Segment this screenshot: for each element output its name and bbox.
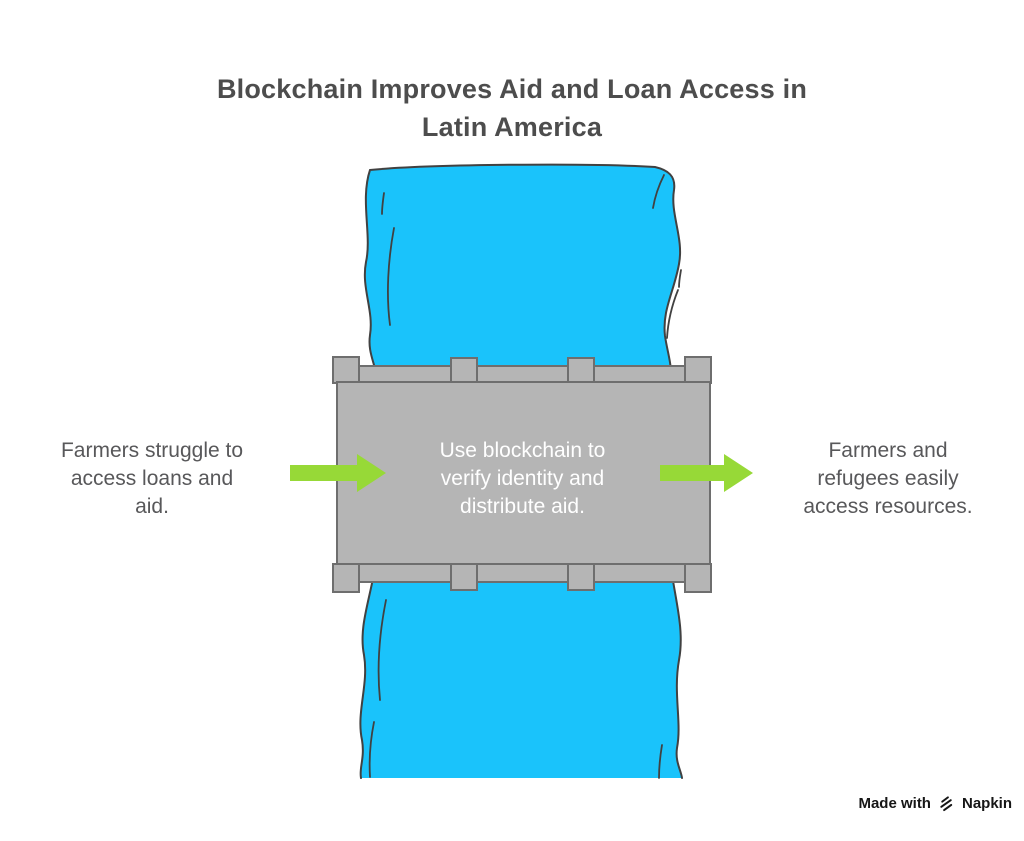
river-flow-lines	[368, 174, 682, 779]
bridge-post	[332, 563, 360, 593]
bridge-post	[567, 563, 595, 591]
flow-line	[381, 192, 385, 215]
right-step-label: Farmers and refugees easily access resou…	[803, 439, 973, 518]
bridge-post	[567, 357, 595, 384]
bridge-post	[684, 356, 712, 384]
made-with-text: Made with	[858, 795, 931, 812]
bridge	[332, 356, 712, 593]
right-arrow-icon	[660, 454, 753, 492]
river-outline	[359, 163, 683, 779]
bridge-deck	[336, 381, 711, 565]
bridge-post	[332, 356, 360, 384]
left-step-label: Farmers struggle to access loans and aid…	[60, 439, 244, 518]
bridge-step-label: Use blockchain to verify identity and di…	[439, 439, 606, 518]
flow-line	[652, 174, 665, 209]
flow-line	[678, 269, 682, 288]
napkin-logo-icon	[940, 796, 953, 812]
flow-line	[666, 289, 679, 339]
page-title: Blockchain Improves Aid and Loan Access …	[216, 74, 808, 142]
napkin-brand-text: Napkin	[961, 795, 1012, 812]
flow-arrows	[290, 454, 753, 492]
left-arrow-icon	[290, 454, 386, 492]
bridge-post	[684, 563, 712, 593]
flow-line	[368, 721, 375, 778]
flow-line	[387, 227, 395, 326]
napkin-credit: Made with Napkin	[858, 795, 1012, 812]
bridge-top-rail	[345, 365, 699, 384]
flow-line	[377, 599, 387, 701]
bridge-post	[450, 563, 478, 591]
bridge-bottom-rail	[345, 563, 699, 583]
bridge-post	[450, 357, 478, 384]
flow-line	[658, 744, 663, 779]
